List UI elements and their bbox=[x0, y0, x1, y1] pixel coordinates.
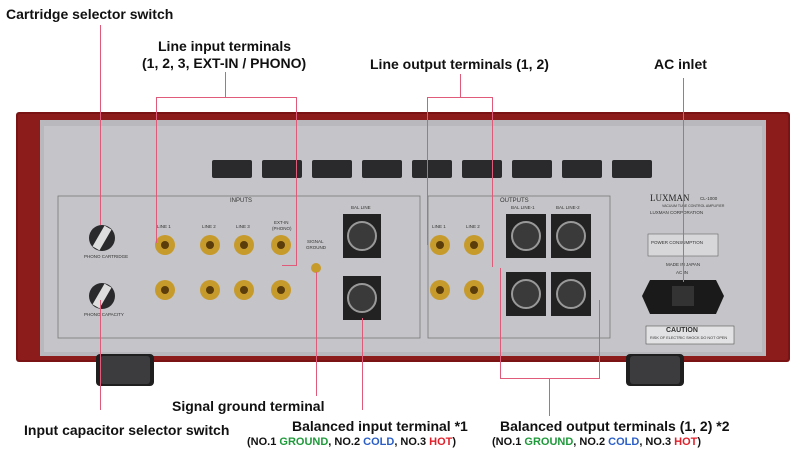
panel-brand: LUXMAN bbox=[650, 193, 690, 203]
panel-model-sub: VACUUM TUBE CONTROL AMPLIFIER bbox=[662, 204, 725, 208]
label-cartridge-selector: Cartridge selector switch bbox=[6, 6, 174, 22]
leader-line-balanced-input bbox=[362, 318, 363, 410]
panel-line3: LINE 3 bbox=[236, 224, 250, 229]
caution-plate bbox=[645, 325, 735, 345]
rca-output-jacks bbox=[430, 235, 484, 300]
ac-inlet bbox=[642, 280, 724, 314]
leader-line-capacitor bbox=[100, 300, 101, 410]
pin-legend-output: (NO.1 GROUND, NO.2 COLD, NO.3 HOT) bbox=[492, 436, 702, 448]
panel-bal-line: BAL LINE bbox=[351, 205, 371, 210]
feet bbox=[96, 354, 684, 386]
pin-legend-input: (NO.1 GROUND, NO.2 COLD, NO.3 HOT) bbox=[247, 436, 457, 448]
leader-line-signal-ground bbox=[316, 272, 317, 396]
balanced-input-xlr bbox=[343, 214, 381, 320]
panel-bal-line2: BAL LINE-2 bbox=[556, 205, 580, 210]
signal-ground-terminal bbox=[311, 263, 321, 273]
panel-model: CL-1000 bbox=[700, 196, 718, 201]
panel-line2: LINE 2 bbox=[202, 224, 216, 229]
label-balanced-output: Balanced output terminals (1, 2) *2 bbox=[500, 418, 730, 434]
panel-phono-cartridge: PHONO CARTRIDGE bbox=[84, 254, 129, 259]
panel-extin: EXT-IN bbox=[274, 220, 289, 225]
panel-line1: LINE 1 bbox=[157, 224, 171, 229]
leader-line-ac-inlet bbox=[683, 78, 684, 282]
label-input-capacitor: Input capacitor selector switch bbox=[24, 422, 230, 438]
label-line-output: Line output terminals (1, 2) bbox=[370, 56, 549, 72]
panel-signal: SIGNAL bbox=[307, 239, 324, 244]
leader-line-cartridge bbox=[100, 25, 101, 225]
panel-outputs: OUTPUTS bbox=[500, 198, 529, 204]
balanced-output-xlr bbox=[506, 214, 591, 316]
label-balanced-input: Balanced input terminal *1 bbox=[292, 418, 468, 434]
rca-input-jacks bbox=[155, 235, 291, 300]
panel-inputs: INPUTS bbox=[230, 198, 253, 204]
label-line-input-title: Line input terminals bbox=[158, 38, 292, 54]
label-signal-ground: Signal ground terminal bbox=[172, 398, 325, 414]
leader-line-balanced-output bbox=[500, 268, 501, 378]
panel-out-line2: LINE 2 bbox=[466, 224, 480, 229]
leader-line-line-output bbox=[460, 74, 461, 98]
panel-bal-line1: BAL LINE-1 bbox=[511, 205, 535, 210]
vent-slots bbox=[212, 160, 652, 178]
panel-caution: CAUTION bbox=[666, 327, 698, 334]
panel-ac-in: AC IN bbox=[676, 270, 689, 275]
panel-caution-sub: RISK OF ELECTRIC SHOCK DO NOT OPEN bbox=[650, 336, 728, 340]
panel-ground: GROUND bbox=[306, 245, 326, 250]
panel-corp: LUXMAN CORPORATION bbox=[650, 210, 704, 215]
label-line-input-sub: (1, 2, 3, EXT-IN / PHONO) bbox=[142, 55, 307, 71]
panel-power: POWER CONSUMPTION bbox=[651, 240, 704, 245]
panel-phono: (PHONO) bbox=[272, 226, 292, 231]
label-ac-inlet: AC inlet bbox=[654, 56, 707, 72]
panel-out-line1: LINE 1 bbox=[432, 224, 446, 229]
panel-phono-capacity: PHONO CAPACITY bbox=[84, 312, 124, 317]
leader-line-line-input bbox=[225, 72, 226, 98]
